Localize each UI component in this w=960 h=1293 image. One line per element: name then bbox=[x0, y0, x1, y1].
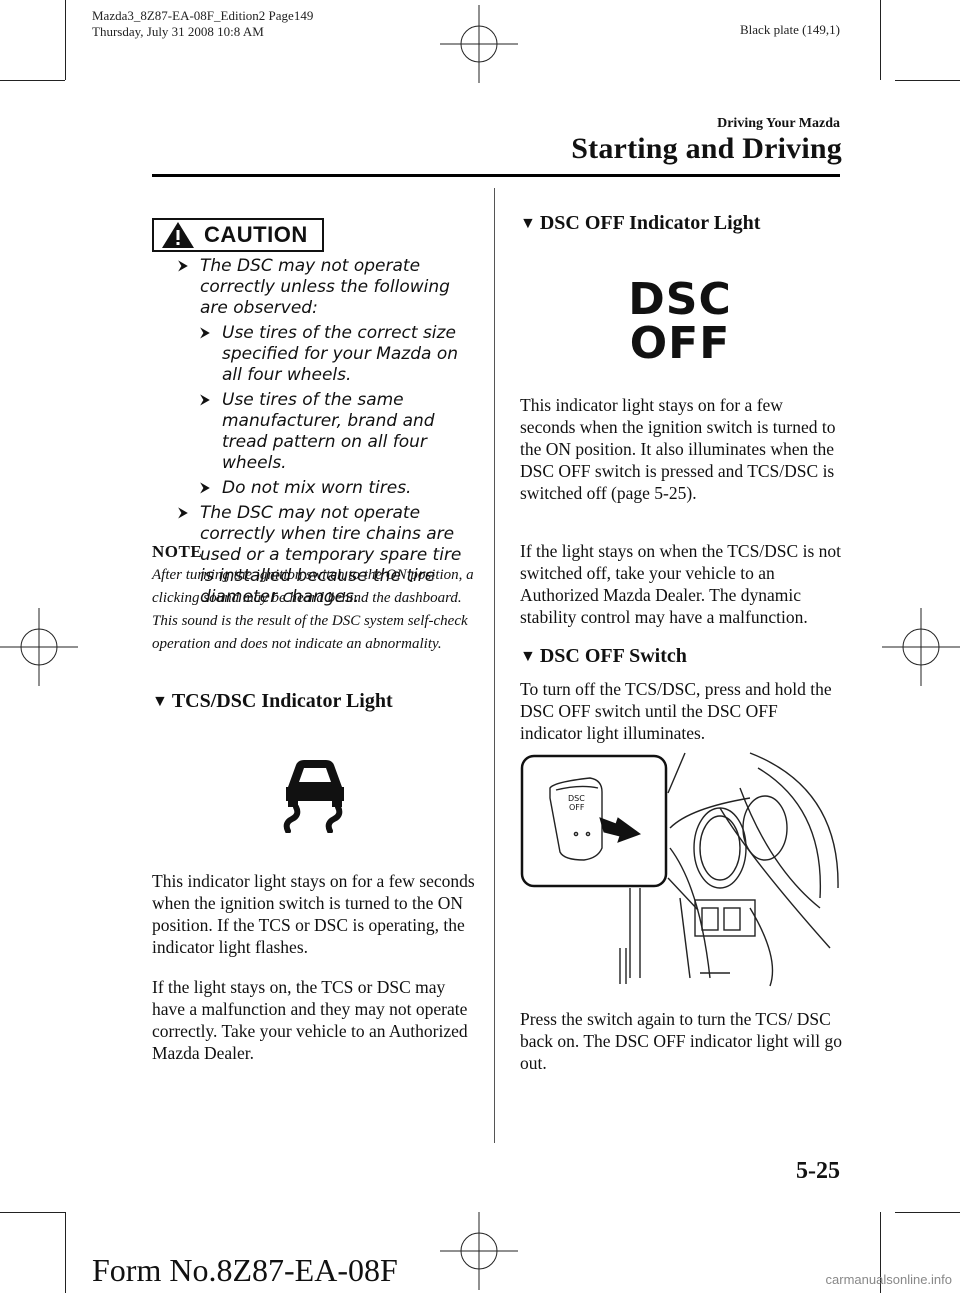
note-text: After turning the ignition switch to the… bbox=[152, 567, 474, 652]
arrow-bullet-icon: ⮞ bbox=[178, 505, 189, 521]
caution-item: ⮞ The DSC may not operate correctly unle… bbox=[178, 256, 450, 318]
registration-mark-icon bbox=[882, 608, 960, 686]
dsc-off-switch-heading: ▼ DSC OFF Switch bbox=[520, 645, 687, 667]
watermark: carmanualsonline.info bbox=[825, 1272, 952, 1287]
crop-mark bbox=[65, 1212, 66, 1293]
warning-triangle-icon bbox=[162, 222, 194, 248]
crop-mark bbox=[880, 0, 881, 80]
registration-mark-icon bbox=[440, 1212, 518, 1290]
caution-label: CAUTION bbox=[204, 222, 308, 247]
dsc-off-light-para-1: This indicator light stays on for a few … bbox=[520, 395, 836, 503]
triangle-down-icon: ▼ bbox=[520, 214, 536, 232]
arrow-bullet-icon: ⮞ bbox=[200, 392, 211, 408]
tcs-dsc-heading: ▼ TCS/DSC Indicator Light bbox=[152, 690, 393, 712]
caution-badge: CAUTION bbox=[152, 218, 324, 252]
caution-subitem: ⮞ Do not mix worn tires. bbox=[200, 478, 412, 498]
form-number: Form No.8Z87-EA-08F bbox=[92, 1252, 398, 1288]
crop-mark bbox=[895, 80, 960, 81]
section-title: Starting and Driving bbox=[571, 132, 842, 165]
caution-subitem: ⮞ Use tires of the correct size specifie… bbox=[200, 323, 459, 385]
triangle-down-icon: ▼ bbox=[520, 647, 536, 665]
arrow-bullet-icon: ⮞ bbox=[178, 258, 189, 274]
press-arrow-icon bbox=[599, 817, 642, 843]
crop-mark bbox=[65, 0, 66, 80]
print-date-line: Thursday, July 31 2008 10:8 AM bbox=[92, 24, 264, 39]
triangle-down-icon: ▼ bbox=[152, 692, 168, 710]
print-file-line: Mazda3_8Z87-EA-08F_Edition2 Page149 bbox=[92, 8, 314, 23]
registration-mark-icon bbox=[440, 5, 518, 83]
chapter-title: Driving Your Mazda bbox=[717, 116, 840, 131]
crop-mark bbox=[895, 1212, 960, 1213]
page-number: 5-25 bbox=[796, 1158, 840, 1184]
column-divider bbox=[494, 188, 495, 1143]
caution-list: ⮞ The DSC may not operate correctly unle… bbox=[178, 256, 478, 612]
tcs-dsc-para-2: If the light stays on, the TCS or DSC ma… bbox=[152, 977, 468, 1063]
dsc-off-switch-para-2: Press the switch again to turn the TCS/ … bbox=[520, 1009, 842, 1073]
dashboard-illustration: DSC OFF bbox=[520, 752, 839, 987]
registration-mark-icon bbox=[0, 608, 78, 686]
tcs-dsc-para-1: This indicator light stays on for a few … bbox=[152, 871, 475, 957]
plate-label: Black plate (149,1) bbox=[740, 22, 840, 37]
caution-item: ⮞ The DSC may not operate correctly when… bbox=[178, 503, 462, 607]
crop-mark bbox=[0, 1212, 65, 1213]
arrow-bullet-icon: ⮞ bbox=[200, 480, 211, 496]
caution-subitem: ⮞ Use tires of the same manufacturer, br… bbox=[200, 390, 435, 473]
dsc-off-light-para-2: If the light stays on when the TCS/DSC i… bbox=[520, 541, 841, 627]
skidding-car-icon bbox=[283, 760, 344, 833]
switch-label-line-1: DSC bbox=[568, 794, 585, 803]
crop-mark bbox=[0, 80, 65, 81]
header-rule bbox=[152, 174, 840, 177]
crop-mark bbox=[880, 1212, 881, 1293]
dsc-off-indicator-icon: DSC OFF bbox=[628, 274, 732, 369]
note-heading: NOTE bbox=[152, 542, 203, 561]
arrow-bullet-icon: ⮞ bbox=[200, 325, 211, 341]
dsc-off-light-heading: ▼ DSC OFF Indicator Light bbox=[520, 212, 761, 234]
switch-label-line-2: OFF bbox=[569, 803, 585, 812]
dsc-off-switch-para-1: To turn off the TCS/DSC, press and hold … bbox=[520, 679, 832, 743]
print-meta: Mazda3_8Z87-EA-08F_Edition2 Page149 Thur… bbox=[92, 8, 313, 40]
